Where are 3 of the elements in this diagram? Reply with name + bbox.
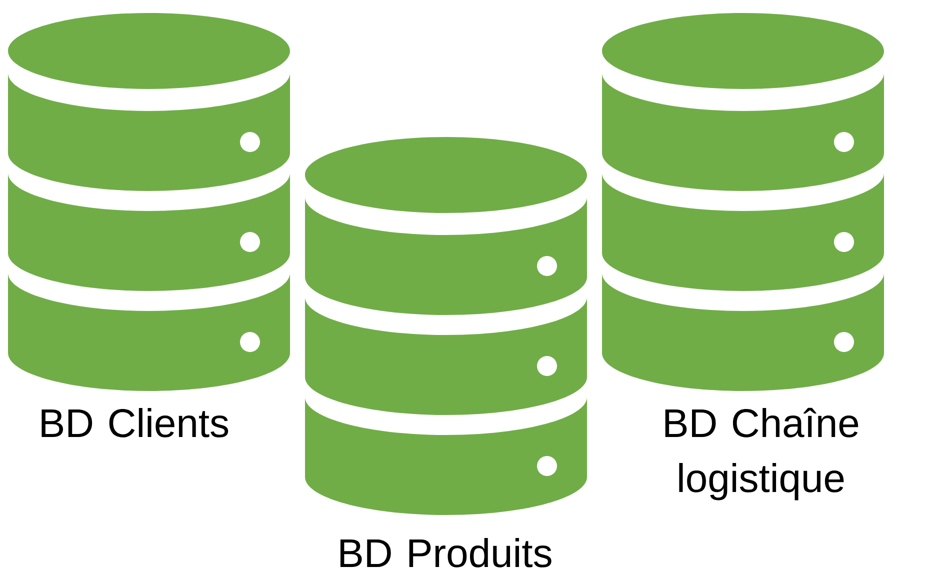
database-label: BD Chaîne logistique: [665, 408, 858, 500]
database-label: BD Clients: [42, 408, 228, 438]
database-label: BD Produits: [340, 538, 552, 568]
